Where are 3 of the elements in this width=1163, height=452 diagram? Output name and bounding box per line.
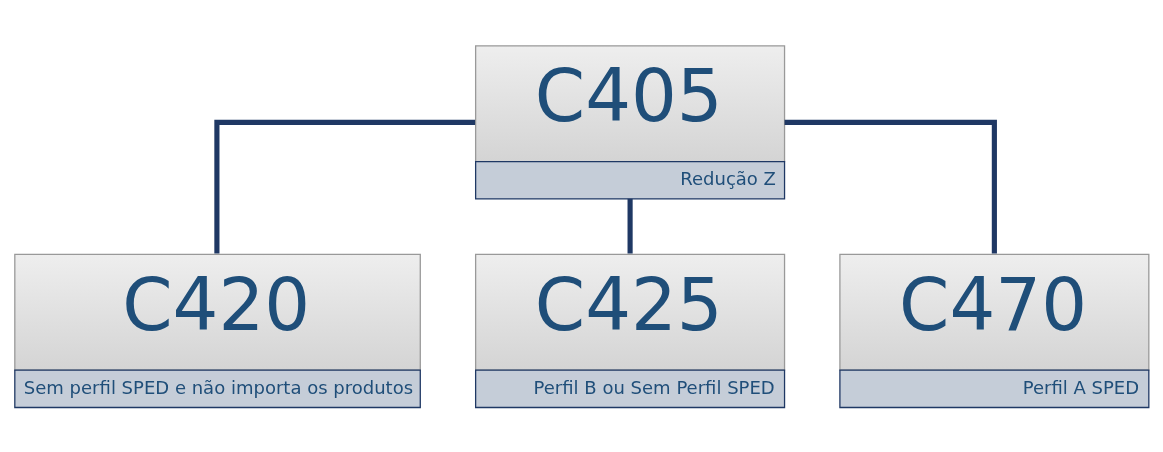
connector <box>784 119 997 254</box>
connector <box>214 119 476 254</box>
connector <box>627 198 633 254</box>
